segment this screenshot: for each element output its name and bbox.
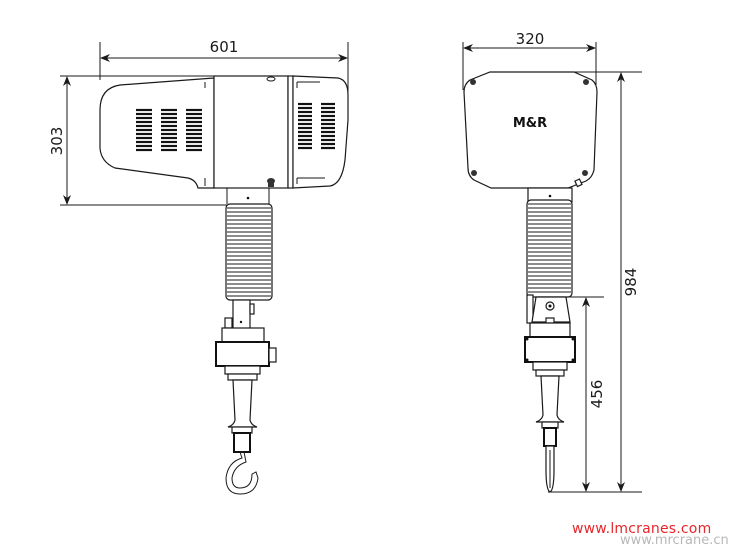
dimension-label-456: 456 [588, 380, 606, 409]
control-button [268, 347, 277, 363]
front-view: 320 984 456 M&R [462, 30, 642, 493]
grip-handle [535, 375, 565, 423]
watermark-secondary: www.mrcrane.cn [620, 533, 729, 548]
coil-spring-icon [526, 199, 573, 298]
vent-slot-icon [298, 102, 312, 150]
side-view: 601 303 [48, 38, 349, 495]
vent-slot-icon [136, 108, 152, 152]
bolt-icon [267, 178, 275, 187]
coil-spring-icon [225, 203, 273, 301]
gearbox-housing [213, 75, 289, 189]
dimension-label-303: 303 [48, 127, 66, 156]
dimension-label-984: 984 [622, 268, 640, 297]
dimension-456: 456 [570, 296, 606, 492]
handle-assembly-side [215, 299, 277, 453]
dimension-601: 601 [99, 38, 349, 95]
bolt-icon [266, 76, 276, 82]
handle-assembly-front [524, 294, 576, 493]
hook-icon [225, 451, 259, 495]
bolt-icon [470, 79, 589, 176]
motor-cover-left [99, 77, 215, 189]
dimension-984: 984 [548, 71, 642, 493]
dimension-label-320: 320 [516, 30, 545, 48]
dimension-label-601: 601 [210, 38, 239, 56]
dimension-320: 320 [462, 30, 597, 90]
vent-slot-icon [321, 102, 335, 150]
grip-handle [227, 379, 258, 428]
brand-logo: M&R [513, 116, 547, 131]
vent-slot-icon [161, 108, 177, 152]
vent-slot-icon [186, 108, 202, 152]
watermark-primary: www.lmcranes.com [572, 521, 712, 537]
